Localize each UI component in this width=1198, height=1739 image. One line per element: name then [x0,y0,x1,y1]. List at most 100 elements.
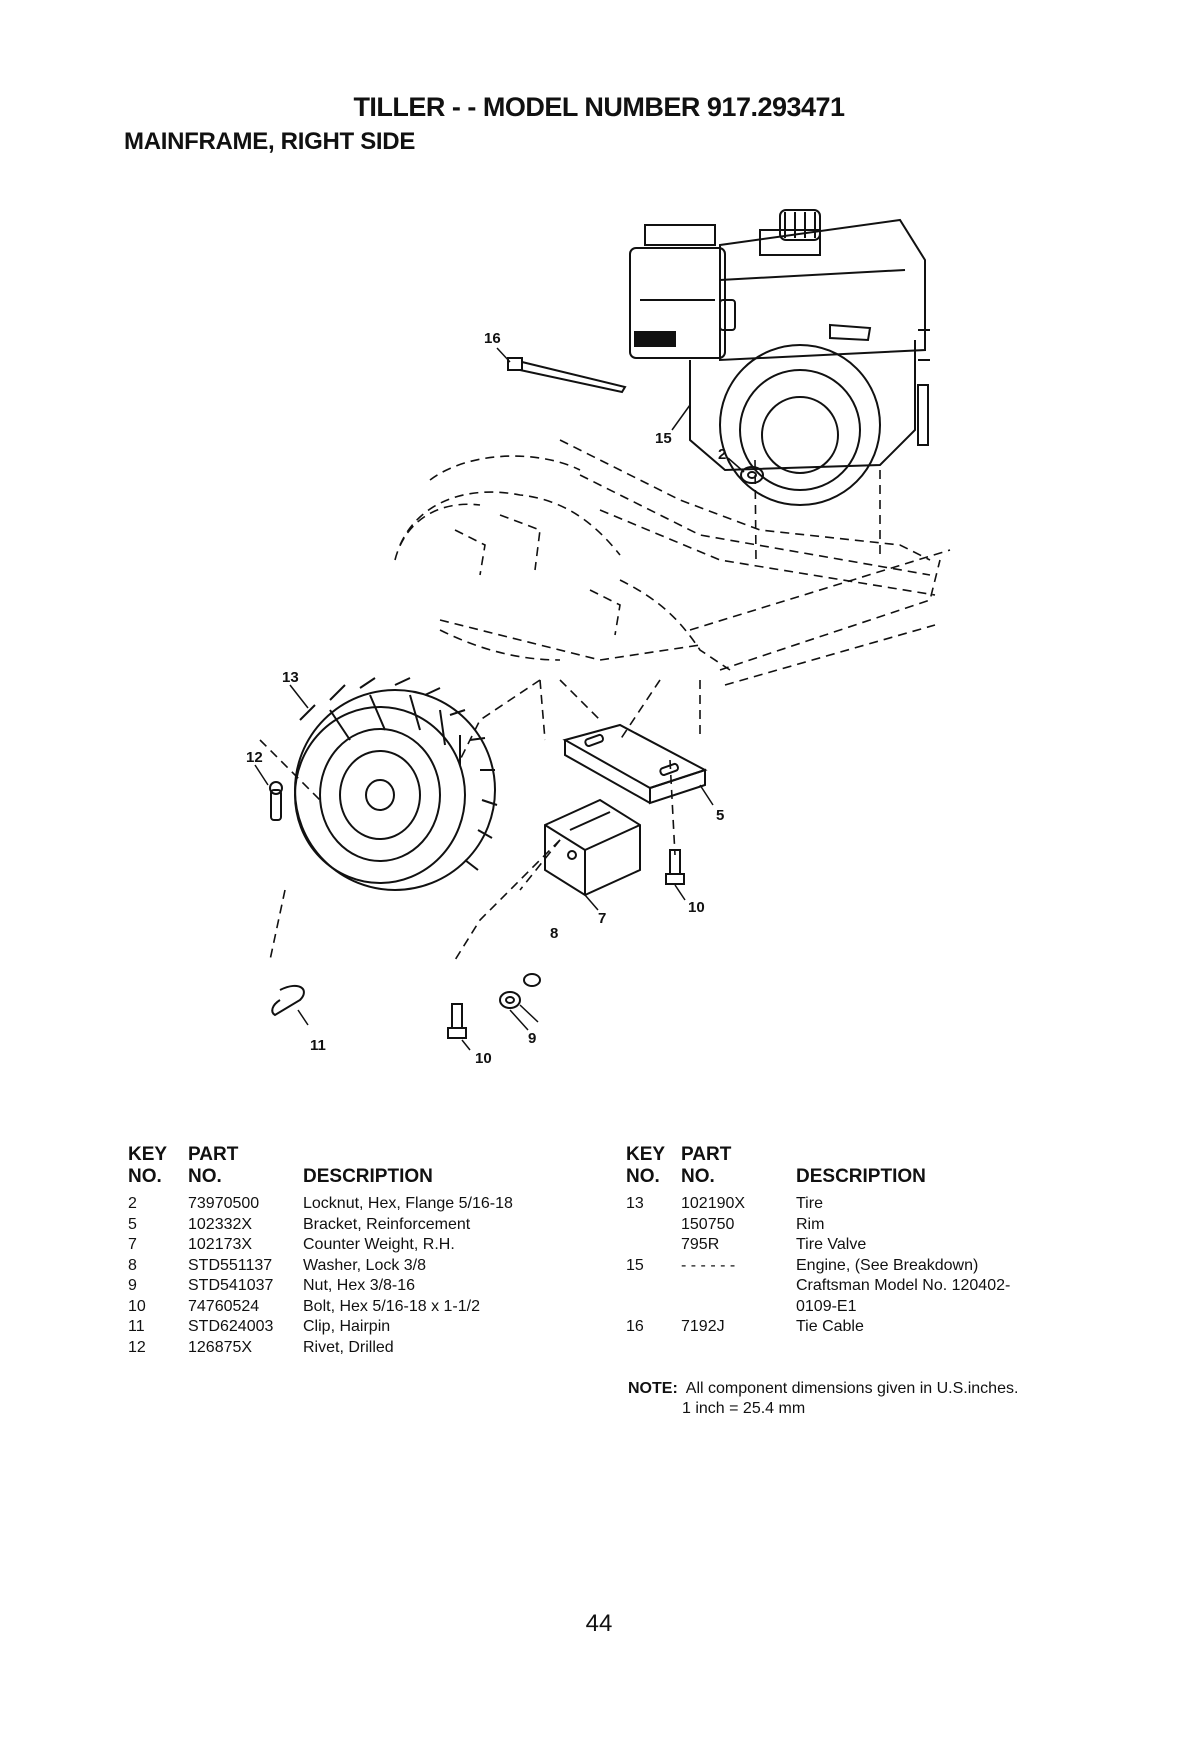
table-header-row: NO. NO. DESCRIPTION [626,1166,1096,1188]
part-description: Rivet, Drilled [303,1338,394,1356]
table-row: 5 102332X Bracket, Reinforcement [128,1215,593,1236]
part-description: Tire [796,1195,823,1212]
table-row: 150750 Rim [626,1215,1096,1236]
note-line-2: 1 inch = 25.4 mm [682,1400,806,1417]
header-part-no: NO. [188,1166,222,1187]
part-no: 102173X [188,1236,253,1253]
header-key: KEY [626,1144,666,1165]
callout-2: 2 [718,446,726,463]
part-description: Craftsman Model No. 120402- [796,1277,1011,1294]
header-description: DESCRIPTION [303,1166,433,1187]
counter-weight-illustration [544,798,641,897]
part-description: Nut, Hex 3/8-16 [303,1277,416,1294]
callout-13: 13 [282,669,299,686]
table-row: 795R Tire Valve [626,1235,1096,1256]
callout-5: 5 [716,807,724,824]
table-row: 12 126875X Rivet, Drilled [128,1338,593,1359]
callout-9: 9 [528,1030,536,1047]
table-row: 10 74760524 Bolt, Hex 5/16-18 x 1-1/2 [128,1297,593,1318]
key-no: 2 [128,1195,137,1212]
mainframe-outline [259,439,951,961]
tie-cable-illustration [507,357,627,394]
part-no: STD551137 [188,1256,273,1274]
bracket-illustration [562,723,708,805]
header-key-no: NO. [128,1166,162,1187]
part-no [681,1276,796,1297]
exploded-parts-diagram: 16 15 2 13 12 5 10 7 8 9 10 11 [246,209,951,1067]
key-no: 9 [128,1277,137,1294]
key-no: 5 [128,1215,137,1233]
key-no: 15 [626,1256,644,1274]
header-key-no: NO. [626,1166,660,1187]
header-part-no: NO. [681,1166,715,1187]
part-no: STD624003 [188,1318,274,1335]
part-no: STD541037 [188,1277,274,1294]
engine-illustration [629,209,930,506]
callout-15: 15 [655,430,672,447]
table-row: 15 - - - - - - Engine, (See Breakdown) [626,1256,1096,1277]
key-no: 11 [128,1318,145,1335]
key-no [626,1215,681,1236]
locknut-illustration [740,466,764,484]
table-row: 11 STD624003 Clip, Hairpin [128,1317,593,1338]
note-line-1: All component dimensions given in U.S.in… [685,1380,1019,1397]
leader-lines [254,347,745,1051]
part-no [681,1297,796,1318]
dimension-note: NOTE: All component dimensions given in … [628,1379,1018,1419]
key-no: 13 [626,1195,644,1212]
callout-16: 16 [484,330,501,347]
part-no: 102332X [188,1215,253,1233]
section-title: MAINFRAME, RIGHT SIDE [124,128,416,155]
header-key: KEY [128,1144,168,1165]
part-no: 74760524 [188,1297,260,1315]
hairpin-clip-illustration [271,984,305,1017]
note-label: NOTE: [628,1380,678,1397]
part-description: Locknut, Hex, Flange 5/16-18 [303,1195,513,1212]
part-description: Engine, (See Breakdown) [796,1256,979,1274]
part-description: Tire Valve [796,1236,867,1253]
table-row: 16 7192J Tie Cable [626,1317,1096,1338]
part-description: Washer, Lock 3/8 [303,1256,427,1274]
table-header-row: KEY PART [128,1144,593,1166]
key-no: 10 [128,1297,146,1315]
part-no: 126875X [188,1338,253,1356]
part-description: Tie Cable [796,1318,864,1335]
part-no: 102190X [681,1195,746,1212]
key-no: 16 [626,1318,644,1335]
header-description: DESCRIPTION [796,1166,926,1187]
part-no: - - - - - - [681,1256,736,1274]
table-row: 2 73970500 Locknut, Hex, Flange 5/16-18 [128,1194,593,1215]
callout-10-right: 10 [688,899,705,916]
part-description: Bracket, Reinforcement [303,1215,471,1233]
part-description: Counter Weight, R.H. [303,1236,455,1253]
part-description: Rim [796,1215,825,1233]
table-row: Craftsman Model No. 120402- [626,1276,1096,1297]
part-no: 7192J [681,1318,725,1335]
part-no: 795R [681,1236,720,1253]
part-no: 73970500 [188,1195,260,1212]
key-no: 7 [128,1236,137,1253]
callout-11: 11 [310,1037,326,1054]
part-no: 150750 [681,1215,735,1233]
part-description: Clip, Hairpin [303,1318,391,1335]
wheel-illustration [294,677,498,891]
callout-10-left: 10 [475,1050,492,1067]
part-description: Bolt, Hex 5/16-18 x 1-1/2 [303,1297,480,1315]
page-number: 44 [585,1610,613,1637]
table-row: 0109-E1 [626,1297,1096,1318]
table-row: 9 STD541037 Nut, Hex 3/8-16 [128,1276,593,1297]
table-row: 13 102190X Tire [626,1194,1096,1215]
table-row: 8 STD551137 Washer, Lock 3/8 [128,1256,593,1277]
table-row: 7 102173X Counter Weight, R.H. [128,1235,593,1256]
header-part: PART [188,1144,239,1165]
page-title: TILLER - - MODEL NUMBER 917.293471 [353,92,845,122]
callout-8: 8 [550,925,558,942]
part-description: 0109-E1 [796,1297,857,1315]
key-no [626,1276,681,1297]
key-no: 12 [128,1338,146,1356]
rivet-illustration [269,781,283,821]
parts-list-left: KEY PART NO. NO. DESCRIPTION 2 73970500 Lo… [128,1144,593,1358]
table-header-row: NO. NO. DESCRIPTION [128,1166,593,1188]
key-no: 8 [128,1256,137,1274]
